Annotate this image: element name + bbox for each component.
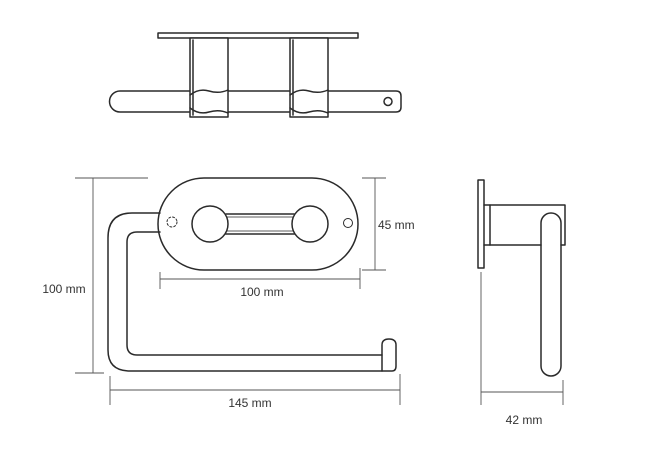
dim-label-depth: 42 mm (506, 413, 543, 427)
dimension-depth: 42 mm (480, 272, 564, 427)
front-view-holder-rod (107, 212, 397, 372)
top-view-post-right-joint (289, 89, 329, 114)
top-view-post-left-joint (189, 89, 229, 114)
dim-label-overall-height: 100 mm (42, 282, 85, 296)
front-view-post-right (291, 205, 329, 243)
front-view (107, 177, 397, 372)
side-view-bracket (483, 204, 566, 246)
top-view-post-left (189, 37, 229, 118)
front-view-screw-hole-right (343, 218, 353, 228)
dim-label-overall-width: 145 mm (228, 396, 271, 410)
dimension-overall-height: 100 mm (42, 177, 148, 374)
top-view (108, 32, 402, 118)
dimension-post-spacing: 100 mm (159, 268, 361, 299)
side-view (477, 179, 566, 377)
dim-label-post-spacing: 100 mm (240, 285, 283, 299)
dimension-plate-height: 45 mm (362, 177, 415, 271)
front-view-screw-hole-left (166, 216, 178, 228)
front-view-post-left (191, 205, 229, 243)
front-view-wall-plate (157, 177, 359, 271)
top-view-rod (108, 90, 402, 113)
dimension-overall-width: 145 mm (109, 374, 401, 410)
top-view-rod-hole (383, 96, 393, 107)
dim-label-plate-height: 45 mm (378, 218, 415, 232)
top-view-wall-plate (157, 32, 359, 39)
side-view-rod (540, 212, 562, 377)
top-view-post-right (289, 37, 329, 118)
side-view-wall-plate (477, 179, 485, 269)
